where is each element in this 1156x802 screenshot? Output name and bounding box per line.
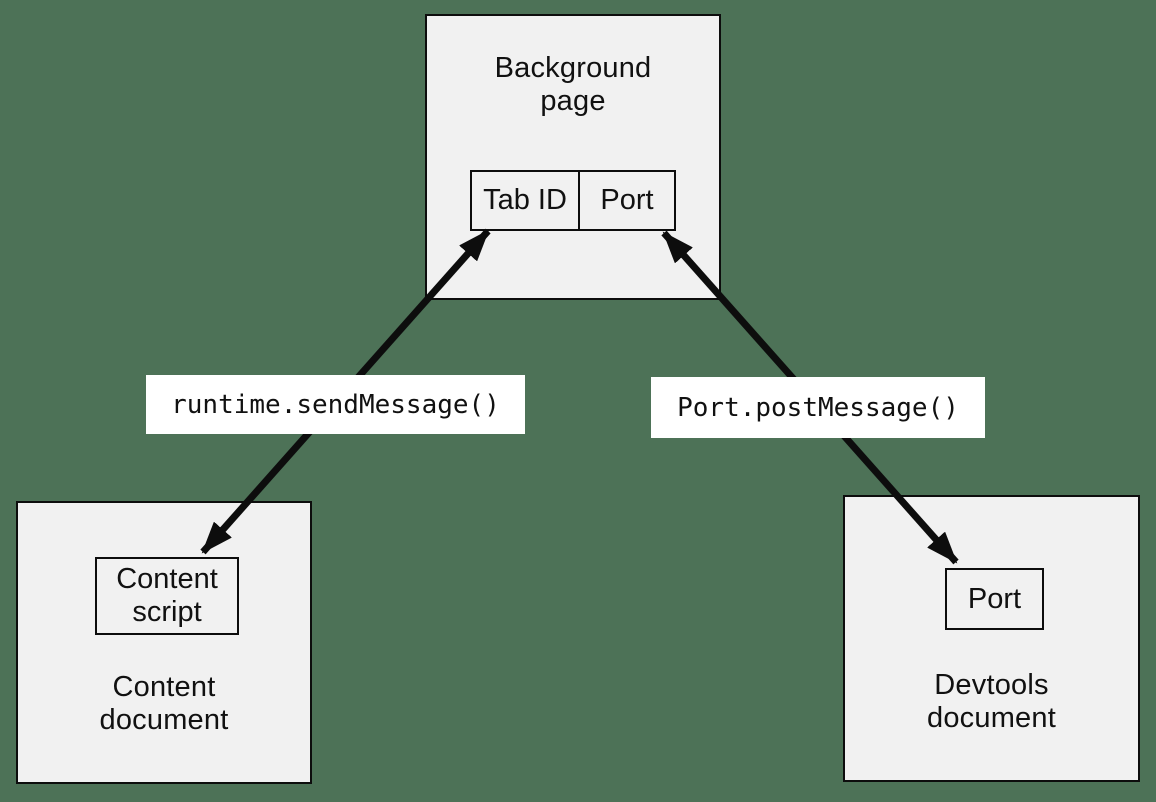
content-script-label: Content script [116,563,218,628]
tab-id-cell: Tab ID [483,184,567,216]
devtools-document-box: Port Devtools document [843,495,1140,782]
devtools-document-title: Devtools document [927,669,1056,734]
background-page-box: Background page Tab ID Port [425,14,721,300]
content-document-box: Content script Content document [16,501,312,784]
runtime-sendmessage-label: runtime.sendMessage() [146,375,525,434]
content-script-box: Content script [95,557,239,635]
devtools-port-box: Port [945,568,1044,630]
background-port-cell: Port [578,172,674,229]
background-page-title: Background page [494,52,652,117]
content-document-title: Content document [99,671,229,736]
devtools-port-label: Port [967,582,1022,615]
port-postmessage-label: Port.postMessage() [651,377,985,438]
tab-registry-row: Tab ID Port [470,170,676,231]
